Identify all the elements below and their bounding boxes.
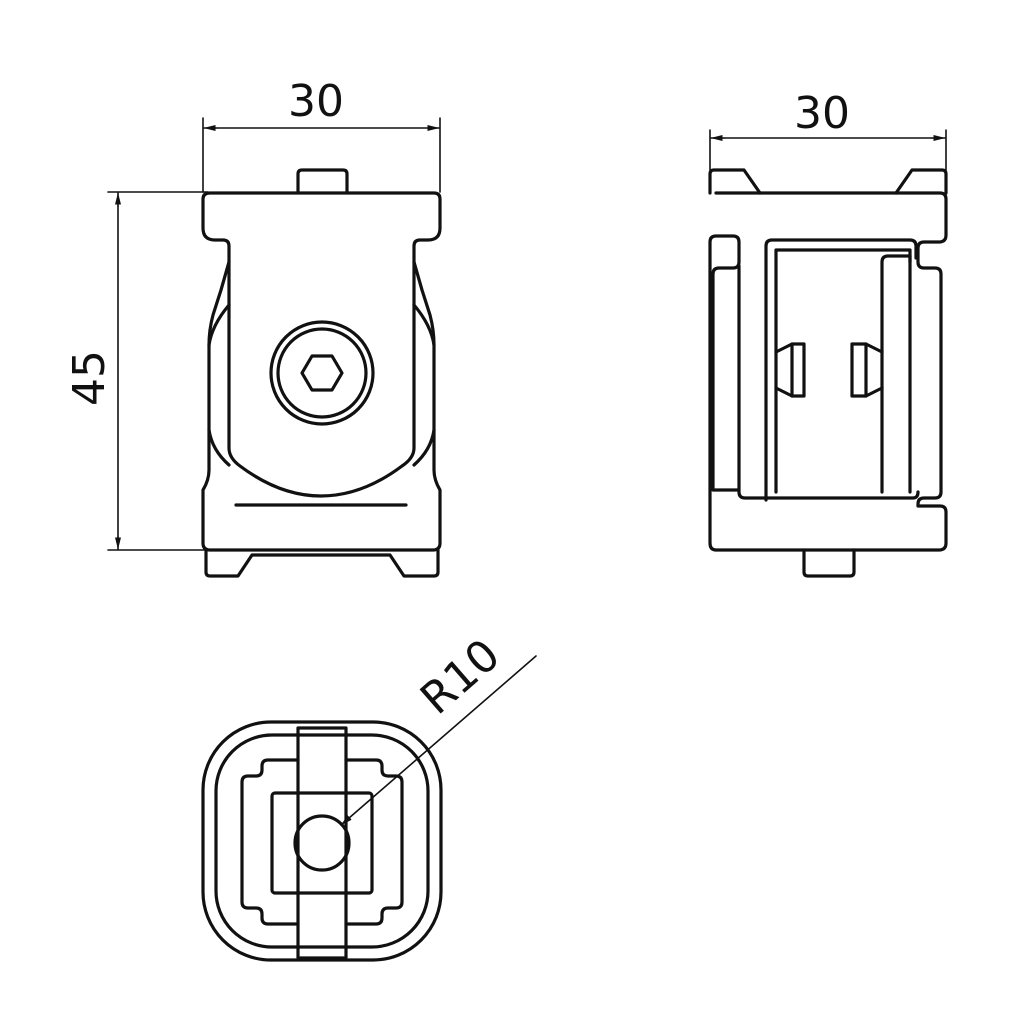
- front-view: 30 45: [64, 76, 442, 578]
- side-view: 30: [708, 88, 948, 578]
- square-nut: [270, 791, 374, 895]
- front-height-label: 45: [64, 350, 115, 406]
- front-body-outline: [201, 191, 442, 552]
- top-outer-outline: [201, 720, 443, 962]
- socket-screw: [269, 320, 375, 426]
- top-radius-label: R10: [411, 629, 510, 724]
- bolt-hole: [293, 814, 351, 872]
- hex-socket-icon: [300, 354, 344, 392]
- radius-leader-line: [340, 655, 537, 826]
- side-width-label: 30: [794, 88, 850, 139]
- side-body-outline: [708, 191, 948, 552]
- front-width-label: 30: [288, 76, 344, 127]
- top-view: R10: [201, 629, 537, 962]
